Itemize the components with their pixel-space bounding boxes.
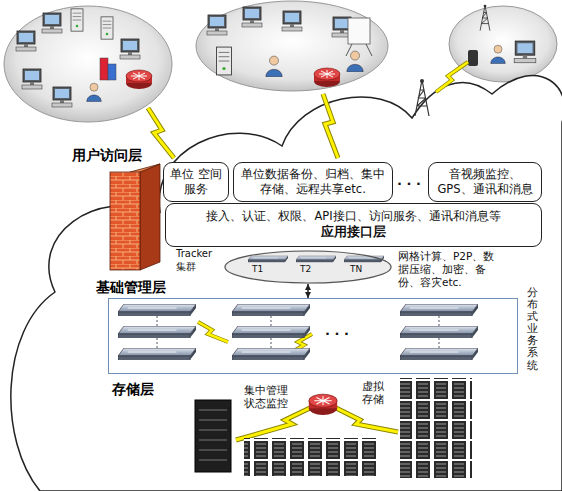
decor-path bbox=[323, 94, 338, 158]
decor-use bbox=[309, 394, 337, 415]
decor-path bbox=[198, 322, 228, 342]
decor-use bbox=[118, 326, 196, 338]
service-box: 音视频监控、GPS、通讯和消息 bbox=[428, 162, 542, 202]
decor-path bbox=[436, 62, 468, 92]
decor-rect bbox=[468, 50, 478, 66]
decor-use bbox=[52, 87, 72, 107]
decor-use bbox=[42, 13, 62, 33]
server-label: T2 bbox=[300, 265, 320, 275]
decor-use bbox=[232, 326, 310, 338]
decor-use bbox=[282, 11, 302, 31]
decor-use bbox=[400, 326, 478, 338]
user-bubble bbox=[196, 1, 388, 91]
device-label: 虚拟 存储 bbox=[362, 380, 392, 406]
decor-use bbox=[347, 51, 363, 72]
server-label: T1 bbox=[252, 265, 272, 275]
decor-path bbox=[236, 408, 310, 440]
layer-label: 用户访问层 bbox=[72, 146, 162, 164]
node-text: Tracker 集群 bbox=[176, 248, 222, 273]
service-box: 单位数据备份、归档、集中存储、远程共享etc. bbox=[233, 162, 393, 202]
decor-rect bbox=[110, 172, 140, 270]
decor-use bbox=[101, 17, 113, 39]
user-bubble bbox=[4, 6, 172, 122]
decor-path bbox=[140, 164, 160, 270]
service-box: 单位 空间服务 bbox=[163, 162, 229, 202]
decor-use bbox=[118, 348, 196, 360]
decor-rect bbox=[244, 438, 380, 476]
decor-use bbox=[415, 79, 429, 116]
device-label: 集中管理 状态监控 bbox=[244, 384, 292, 410]
decor-use bbox=[400, 304, 478, 316]
decor-use bbox=[22, 69, 42, 89]
decor-use bbox=[207, 15, 227, 35]
decor-use bbox=[314, 68, 340, 87]
decor-path bbox=[336, 408, 398, 432]
decor-rect bbox=[108, 64, 116, 80]
server-panel: 分布式业务系统 bbox=[108, 298, 518, 374]
layer-label: 基础管理层 bbox=[96, 278, 186, 296]
interface-layer-box: 接入、认证、权限、API接口、访问服务、通讯和消息等应用接口层 bbox=[165, 203, 542, 247]
node-text: 单位 空间服务 bbox=[170, 167, 222, 197]
tracker-ground bbox=[224, 250, 392, 284]
decor-use bbox=[87, 83, 101, 101]
decor-use bbox=[71, 9, 83, 31]
server-columns bbox=[118, 304, 478, 360]
decor-rect bbox=[100, 58, 108, 80]
user-bubble bbox=[449, 6, 557, 82]
double-arrow bbox=[307, 284, 309, 298]
decor-use bbox=[16, 31, 36, 51]
decor-path bbox=[148, 108, 174, 158]
decor-use bbox=[118, 304, 196, 316]
decor-use bbox=[296, 256, 336, 262]
function-note: 网格计算、P2P、数据压缩、加密、备份、容灾etc. bbox=[398, 250, 498, 289]
decor-use bbox=[232, 304, 310, 316]
decor-rect bbox=[400, 378, 472, 478]
decor-path bbox=[236, 408, 310, 440]
storage-devices bbox=[195, 378, 472, 478]
layer-label: 存储层 bbox=[112, 380, 182, 398]
decor-rect bbox=[195, 400, 231, 472]
decor-path bbox=[199, 410, 227, 460]
decor-path bbox=[436, 62, 468, 92]
decor-use bbox=[400, 348, 478, 360]
node-heading: 应用接口层 bbox=[321, 224, 386, 241]
node-text: 接入、认证、权限、API接口、访问服务、通讯和消息等 bbox=[206, 209, 500, 224]
decor-path bbox=[198, 322, 228, 342]
node-text: 单位数据备份、归档、集中存储、远程共享etc. bbox=[240, 167, 386, 197]
decor-use bbox=[217, 47, 232, 75]
decor-use bbox=[126, 70, 152, 89]
server-label: TN bbox=[350, 265, 370, 275]
decor-use bbox=[344, 256, 384, 262]
ellipsis: · · · bbox=[325, 326, 365, 343]
decor-use bbox=[514, 41, 536, 63]
decor-use bbox=[266, 56, 282, 77]
cloud-outline bbox=[11, 75, 562, 491]
node-text: 分布式业务系统 bbox=[527, 287, 538, 372]
decor-use bbox=[120, 39, 140, 59]
decor-path bbox=[148, 108, 174, 158]
node-text: 音视频监控、GPS、通讯和消息 bbox=[435, 167, 535, 197]
decor-use bbox=[480, 5, 490, 31]
decor-use bbox=[491, 45, 505, 63]
decor-path bbox=[157, 316, 439, 348]
decor-path bbox=[346, 44, 372, 56]
decor-use bbox=[248, 256, 288, 262]
decor-use bbox=[232, 348, 310, 360]
decor-use bbox=[242, 7, 262, 27]
decor-path bbox=[323, 94, 338, 158]
firewall bbox=[110, 164, 160, 270]
decor-rect bbox=[348, 18, 370, 44]
oval-border bbox=[225, 251, 391, 283]
decor-path bbox=[336, 408, 398, 432]
ellipsis: · · · bbox=[397, 176, 427, 193]
